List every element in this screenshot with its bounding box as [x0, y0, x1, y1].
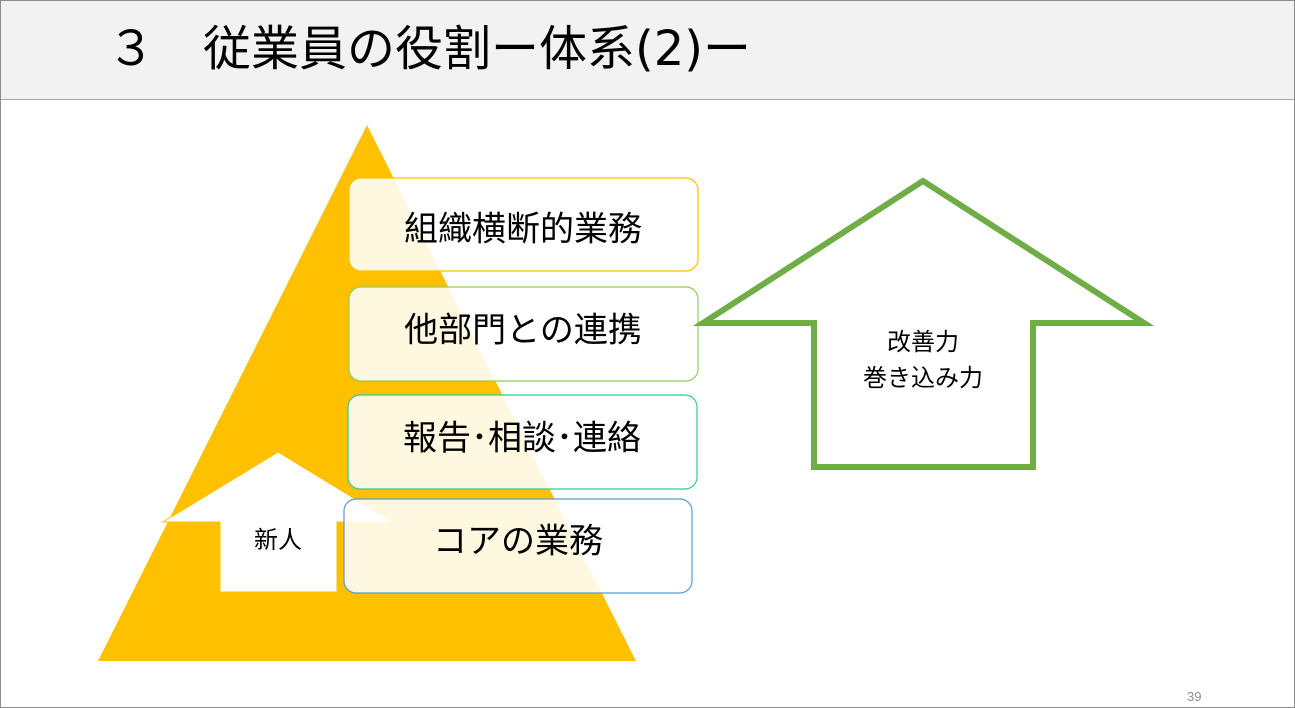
level-box-1	[348, 177, 699, 272]
pyramid-level-2: 他部門との連携	[348, 286, 699, 382]
level-box-4	[343, 498, 693, 594]
level-box-3	[347, 394, 698, 490]
title-bar: ３ 従業員の役割ー体系(2)ー	[1, 1, 1294, 100]
improvement-label-line1: 改善力	[887, 328, 959, 356]
pyramid-level-4: コアの業務	[343, 498, 693, 594]
improvement-arrow-shape	[692, 177, 1155, 470]
level-label-3: 報告･相談･連絡	[403, 419, 641, 459]
level-box-2	[348, 286, 699, 382]
improvement-arrow: 改善力 巻き込み力	[692, 177, 1155, 470]
improvement-label-line2: 巻き込み力	[863, 364, 983, 392]
level-label-2: 他部門との連携	[404, 311, 642, 351]
newcomer-label: 新人	[254, 526, 302, 554]
page-title: ３ 従業員の役割ー体系(2)ー	[107, 21, 751, 77]
page-number: 39	[1187, 689, 1202, 704]
pyramid-level-1: 組織横断的業務	[348, 177, 699, 272]
level-label-1: 組織横断的業務	[404, 210, 642, 250]
level-label-4: コアの業務	[433, 522, 603, 562]
pyramid-level-3: 報告･相談･連絡	[347, 394, 698, 490]
